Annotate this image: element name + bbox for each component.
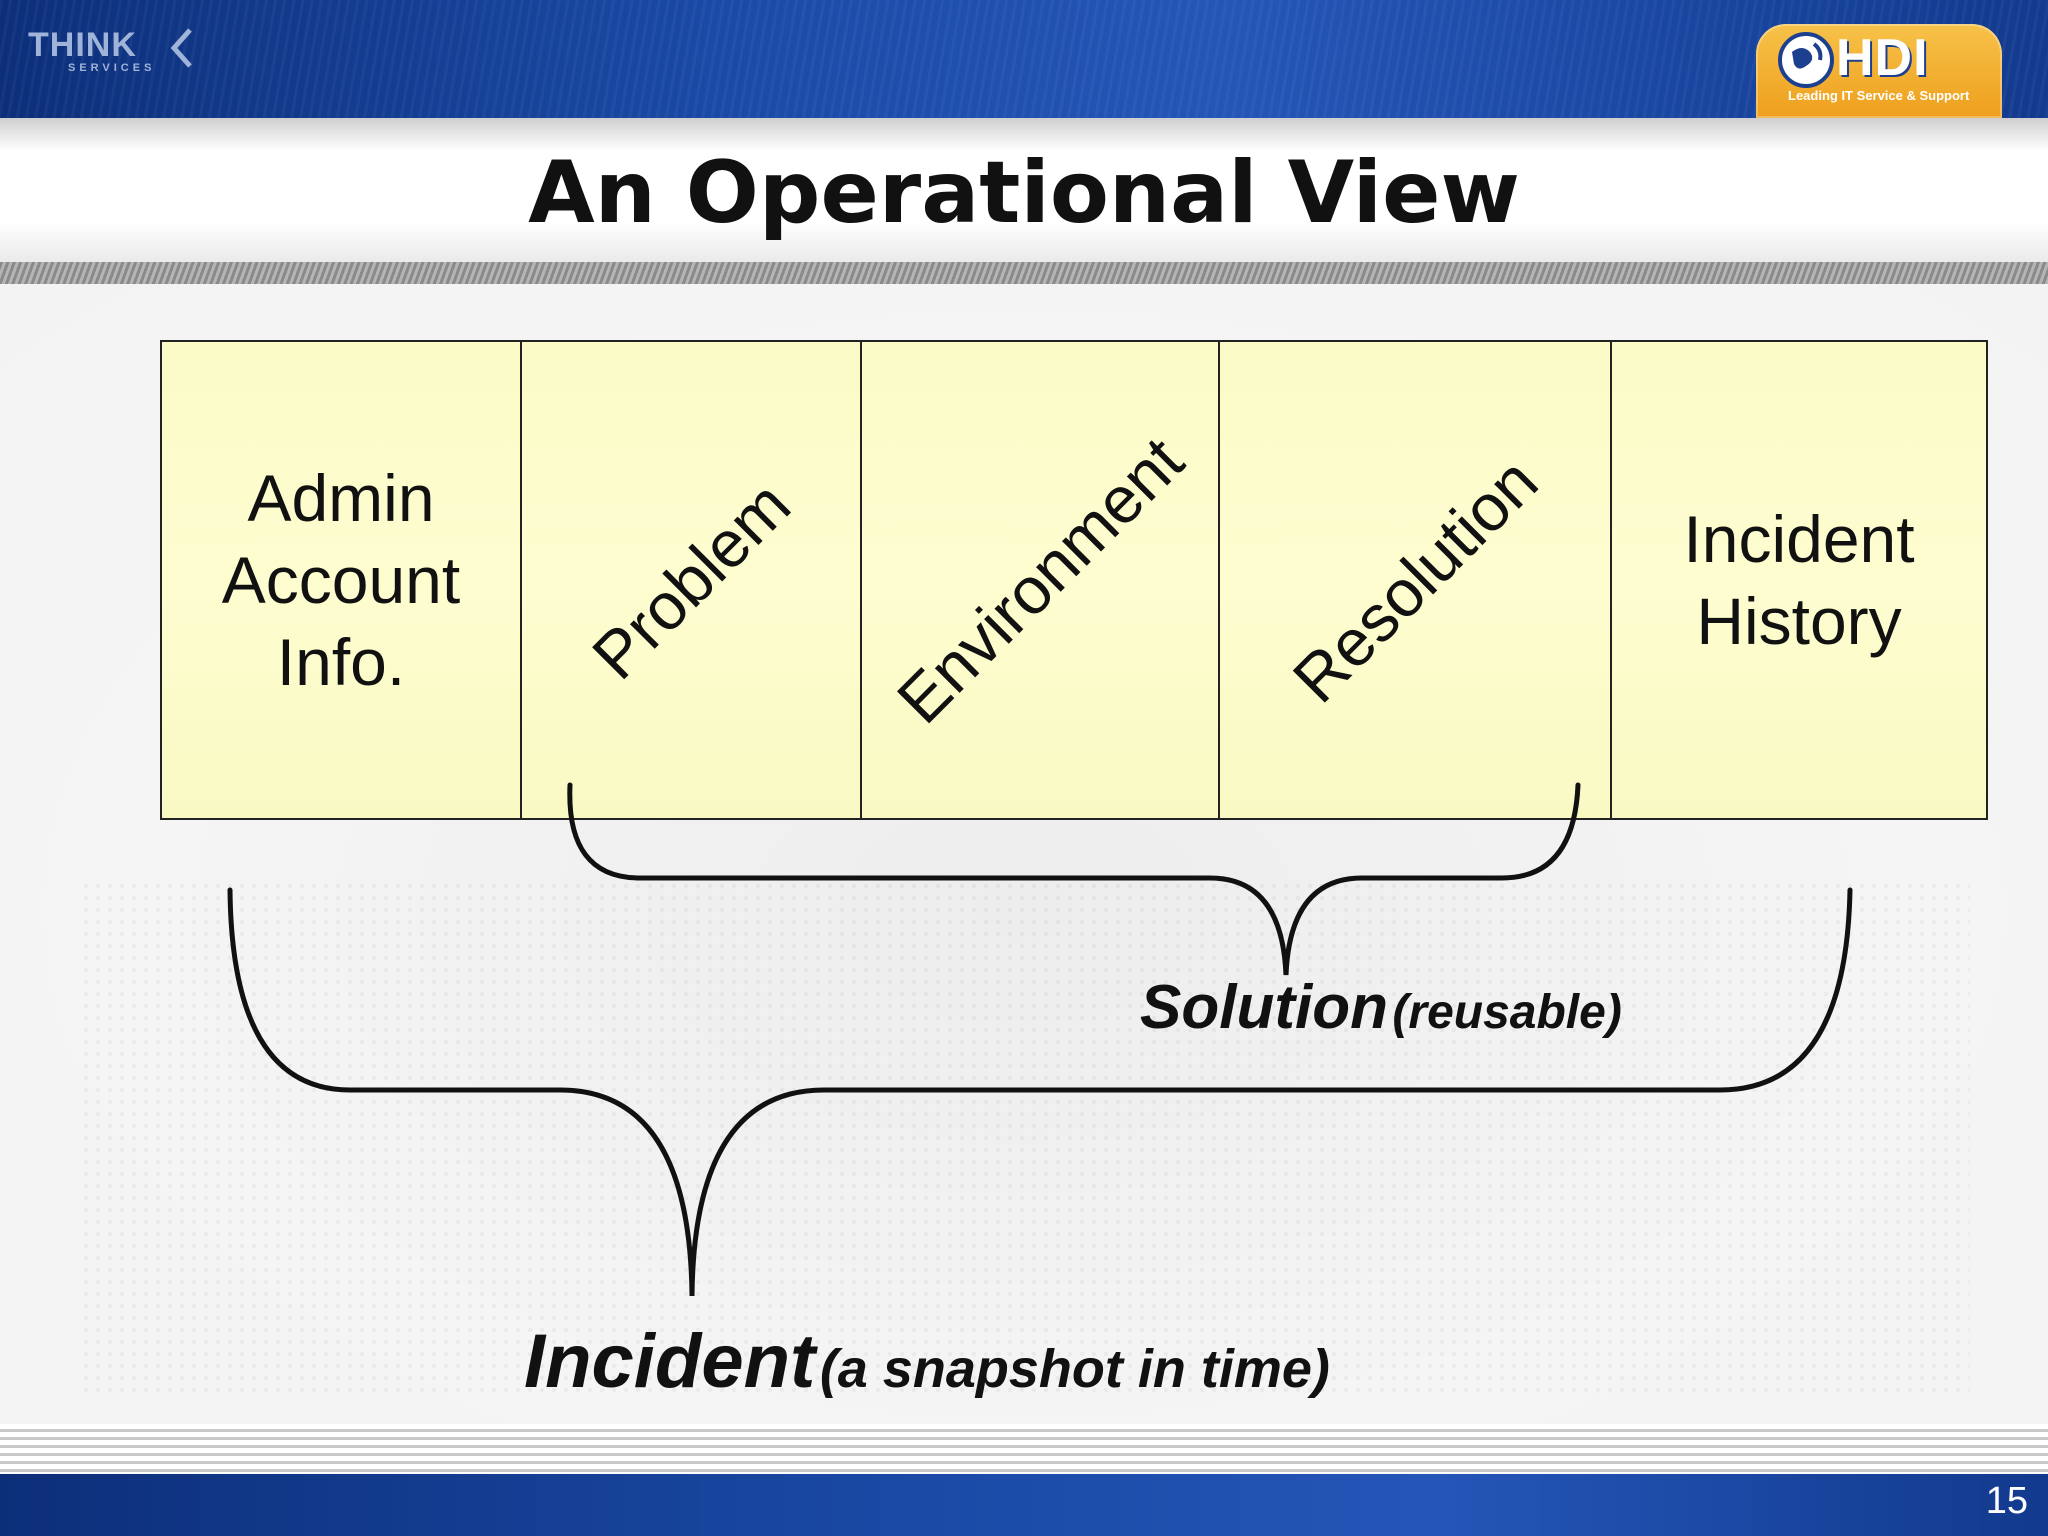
record-structure-table: Admin Account Info. Problem Environment … [160,340,1988,820]
world-map-background [80,880,1970,1400]
cell-problem: Problem [522,342,862,818]
think-logo-word: THINK [28,26,137,64]
solution-label-main: Solution [1140,973,1388,1042]
cell-admin-account-info: Admin Account Info. [162,342,522,818]
cell-admin-text: Admin Account Info. [162,457,520,703]
incident-label: Incident (a snapshot in time) [524,1318,1330,1405]
footer-lines [0,1424,2048,1474]
hdi-logo-tagline: Leading IT Service & Support [1788,88,1970,103]
header-band [0,0,2048,118]
slide-title: An Operational View [528,143,1520,243]
cell-admin-line: Admin [247,461,435,535]
hdi-logo: HDI Leading IT Service & Support [1756,24,2002,118]
solution-label-note: (reusable) [1392,986,1622,1039]
title-band [0,118,2048,266]
incident-brace [227,887,1853,1297]
cell-history-text: Incident History [1612,498,1986,662]
cell-incident-history: Incident History [1612,342,1986,818]
cell-environment: Environment [862,342,1220,818]
page-number: 15 [1985,1480,2028,1522]
solution-label: Solution (reusable) [1140,972,1622,1043]
think-logo-sub: SERVICES [68,62,156,74]
think-chevron-icon [170,28,192,68]
footer-band [0,1474,2048,1536]
cell-history-line: Incident [1683,502,1915,576]
globe-icon [1778,32,1834,88]
think-services-logo: THINK SERVICES [28,26,198,92]
incident-label-main: Incident [524,1319,816,1404]
incident-label-note: (a snapshot in time) [819,1339,1330,1399]
cell-history-line: History [1696,584,1902,658]
solution-brace [567,782,1581,976]
hdi-logo-word: HDI [1836,29,1929,87]
cell-admin-line: Info. [276,625,406,699]
cell-resolution: Resolution [1220,342,1612,818]
cell-admin-line: Account [221,543,461,617]
